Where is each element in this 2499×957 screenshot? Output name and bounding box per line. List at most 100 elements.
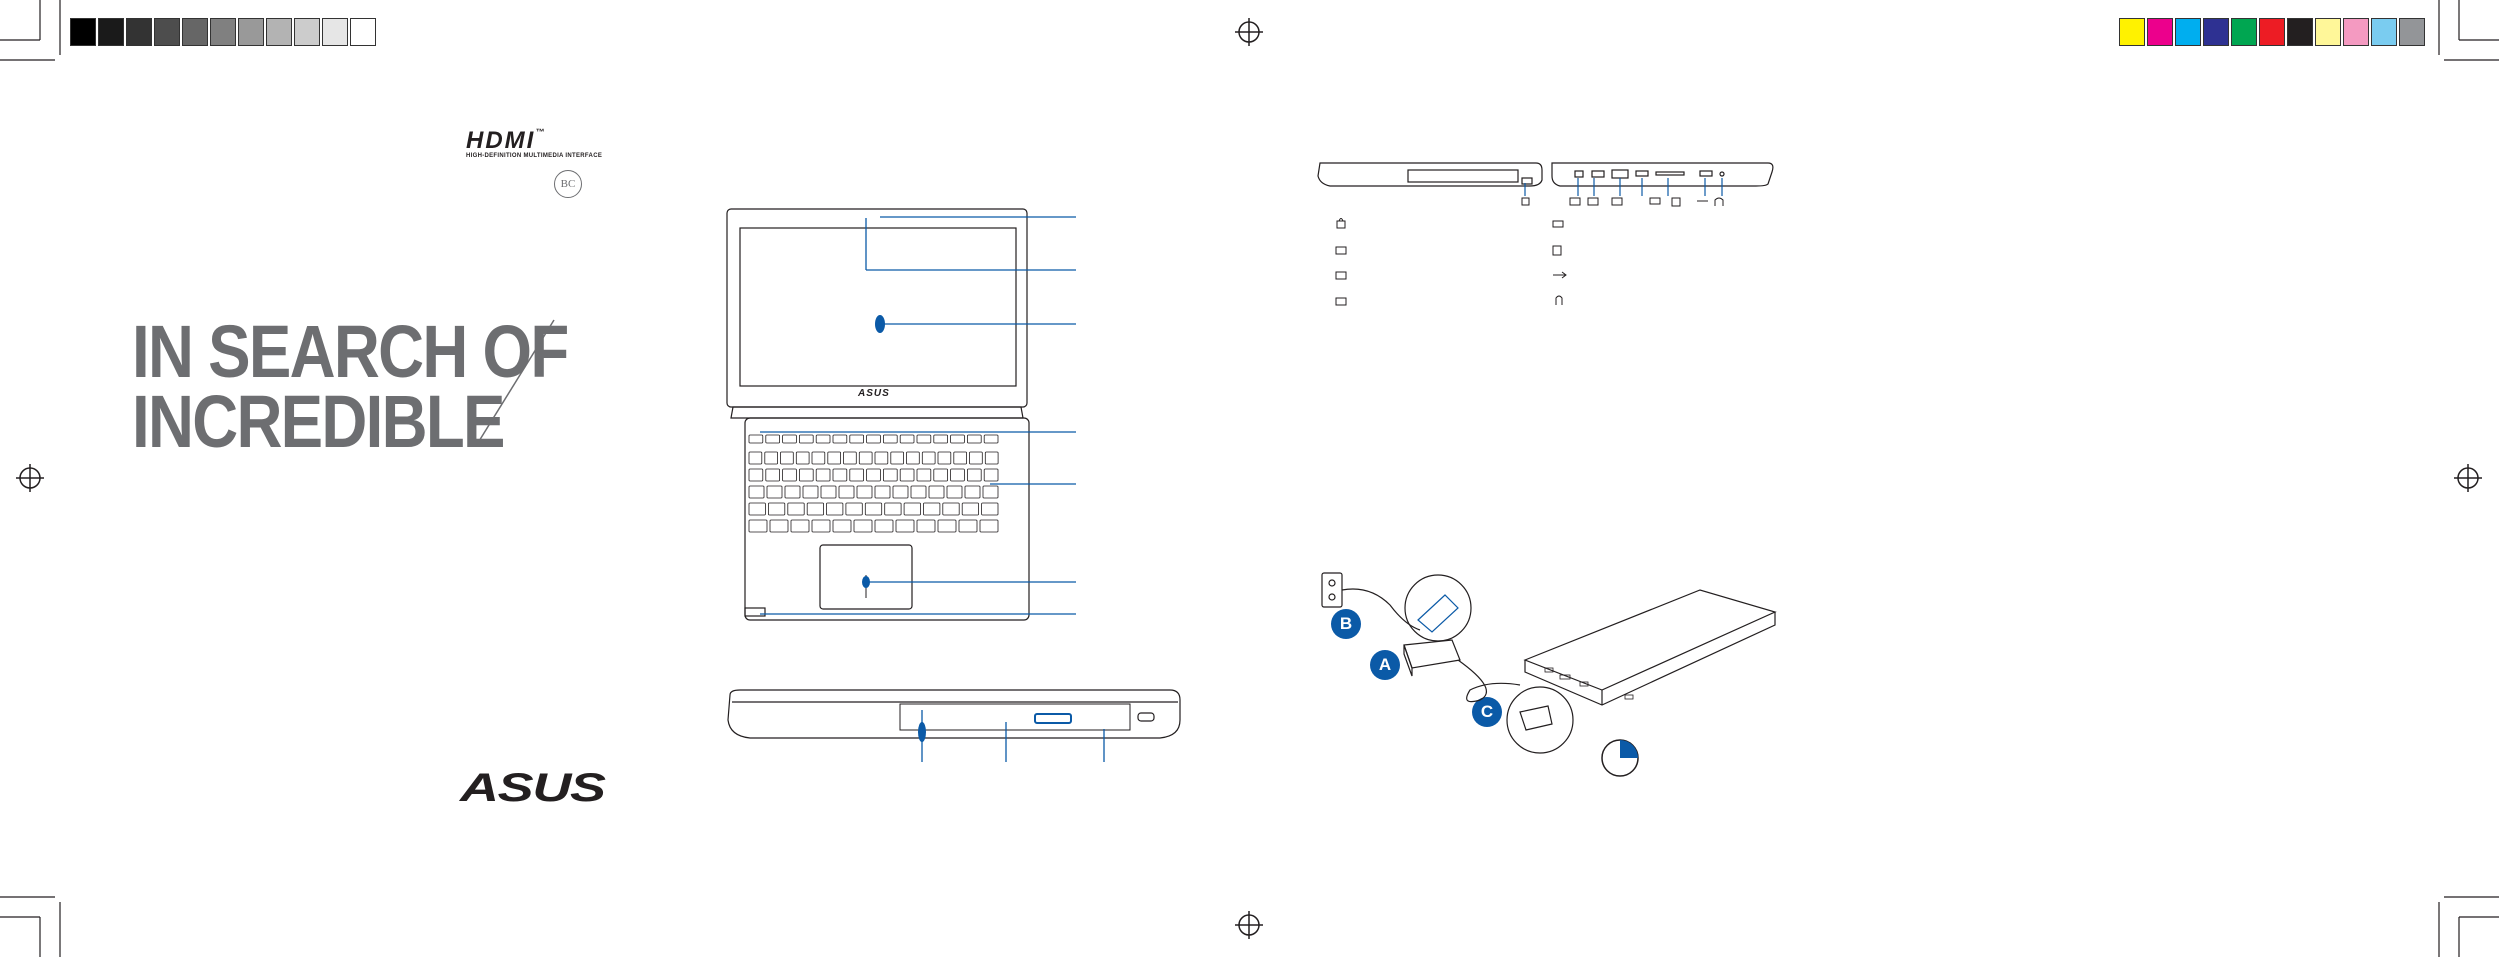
- keyboard-key: [890, 451, 904, 465]
- laptop-right-side-view: [727, 689, 1181, 739]
- keyboard-key: [858, 451, 873, 465]
- keyboard-key: [874, 519, 894, 533]
- keyboard-key: [983, 434, 999, 444]
- keyboard-key: [806, 502, 825, 516]
- keyboard-key: [799, 434, 814, 444]
- keyboard-key: [765, 468, 780, 482]
- bar-right-swatch: [2203, 18, 2229, 46]
- keyboard-key: [864, 502, 883, 516]
- keyboard-key: [787, 502, 805, 516]
- step-badge-a: A: [1370, 650, 1400, 680]
- bar-right-swatch: [2119, 18, 2145, 46]
- keyboard-key: [916, 434, 932, 444]
- keyboard-key: [782, 468, 797, 482]
- bar-left-swatch: [98, 18, 124, 46]
- keyboard-key: [845, 502, 863, 516]
- bar-left-swatch: [70, 18, 96, 46]
- keyboard-key: [849, 434, 864, 444]
- keyboard-key: [933, 434, 948, 444]
- keyboard-key: [953, 451, 967, 465]
- keyboard-key: [946, 485, 963, 499]
- keyboard-key: [883, 468, 898, 482]
- keyboard-key: [826, 502, 844, 516]
- keyboard-key: [874, 485, 891, 499]
- keyboard-key: [910, 485, 927, 499]
- keyboard-key: [820, 485, 837, 499]
- keyboard-key: [964, 485, 981, 499]
- laptop-left-side-view: [1317, 162, 1774, 187]
- keyboard-key: [832, 519, 852, 533]
- bar-right-swatch: [2399, 18, 2425, 46]
- asus-brand-logo: ASUS: [460, 766, 606, 810]
- bc-certification-mark: BC: [554, 170, 582, 198]
- keyboard-key: [967, 468, 982, 482]
- keyboard-key: [928, 485, 945, 499]
- keyboard-key: [899, 434, 915, 444]
- keyboard-key: [827, 451, 841, 465]
- bar-left-swatch: [154, 18, 180, 46]
- kensington-lock-icon: [1336, 220, 1346, 229]
- keyboard-key: [784, 485, 801, 499]
- keyboard-key: [795, 451, 810, 465]
- keyboard-key: [748, 434, 764, 444]
- keyboard: [748, 434, 999, 533]
- keyboard-key: [937, 519, 957, 533]
- keyboard-key: [838, 485, 855, 499]
- keyboard-key: [903, 502, 921, 516]
- keyboard-key: [866, 468, 881, 482]
- keyboard-key: [832, 434, 848, 444]
- keyboard-key: [765, 434, 780, 444]
- keyboard-key: [790, 519, 810, 533]
- keyboard-key: [916, 468, 932, 482]
- bar-left-swatch: [238, 18, 264, 46]
- hdmi-subtitle: HIGH-DEFINITION MULTIMEDIA INTERFACE: [466, 153, 603, 159]
- keyboard-key: [874, 451, 889, 465]
- card-reader-icon: [1552, 245, 1562, 256]
- keyboard-key: [981, 502, 999, 516]
- bar-right-swatch: [2315, 18, 2341, 46]
- keyboard-key: [815, 468, 831, 482]
- keyboard-key: [849, 468, 864, 482]
- keyboard-key: [764, 451, 778, 465]
- bar-left-swatch: [350, 18, 376, 46]
- zoom-circle-dc-in: [1506, 686, 1574, 754]
- keyboard-key: [950, 468, 965, 482]
- bar-right-swatch: [2147, 18, 2173, 46]
- keyboard-key: [967, 434, 982, 444]
- bar-right-swatch: [2371, 18, 2397, 46]
- lid-asus-logo: ASUS: [858, 388, 890, 399]
- bar-right-swatch: [2259, 18, 2285, 46]
- bar-left-swatch: [266, 18, 292, 46]
- keyboard-key: [748, 519, 768, 533]
- registration-mark-icon: [16, 18, 2482, 939]
- headline-slash: [475, 319, 555, 447]
- keyboard-key: [748, 502, 766, 516]
- keyboard-key: [984, 451, 999, 465]
- wall-outlet-icon: [1321, 572, 1343, 608]
- keyboard-key: [958, 519, 978, 533]
- bar-left-swatch: [126, 18, 152, 46]
- bar-right-swatch: [2287, 18, 2313, 46]
- keyboard-key: [782, 434, 797, 444]
- keyboard-key: [748, 485, 765, 499]
- keyboard-key: [982, 485, 999, 499]
- keyboard-key: [884, 502, 902, 516]
- keyboard-key: [832, 468, 848, 482]
- keyboard-key: [811, 451, 826, 465]
- port-icon-legend: [1335, 197, 1724, 306]
- keyboard-key: [923, 502, 941, 516]
- bar-left-swatch: [210, 18, 236, 46]
- callout-lines: [760, 216, 1076, 615]
- keyboard-key: [961, 502, 980, 516]
- bar-left-swatch: [182, 18, 208, 46]
- bar-right-swatch: [2343, 18, 2369, 46]
- keyboard-key: [843, 451, 857, 465]
- keyboard-key: [983, 468, 999, 482]
- keyboard-key: [942, 502, 960, 516]
- keyboard-key: [768, 502, 786, 516]
- keyboard-key: [856, 485, 873, 499]
- keyboard-key: [892, 485, 909, 499]
- keyboard-key: [780, 451, 794, 465]
